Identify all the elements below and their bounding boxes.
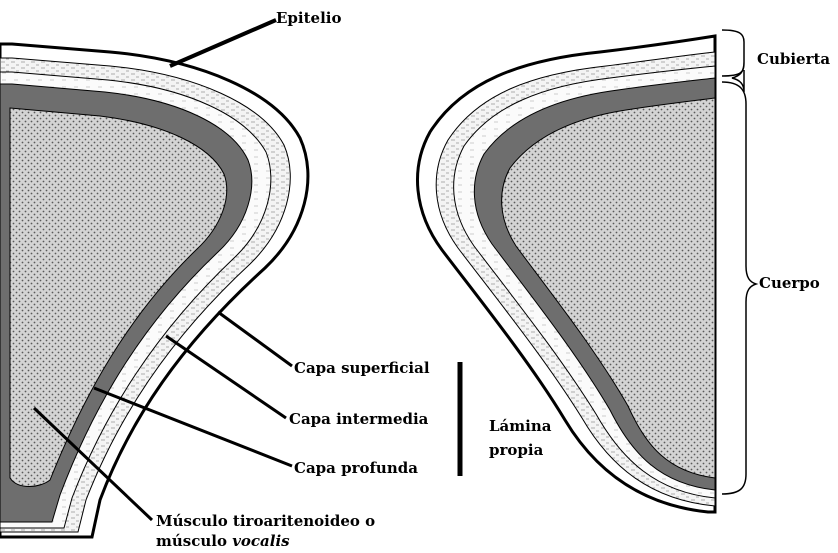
label-musculo-vocalis: vocalis [232,532,289,550]
label-capa-intermedia: Capa intermedia [289,410,428,428]
label-epitelio: Epitelio [276,9,342,27]
label-musculo-line2: músculo vocalis [156,532,290,550]
capa-superficial-leader-line [218,312,292,366]
label-lamina-line1: Lámina [489,417,551,435]
cuerpo-bracket [722,82,756,494]
label-cubierta: Cubierta [757,50,830,68]
epitelio-leader-line [170,20,276,66]
label-lamina-line2: propia [489,441,543,459]
label-musculo-line1: Músculo tiroaritenoideo o [156,512,375,530]
left-vocal-fold [0,44,308,537]
label-capa-profunda: Capa profunda [294,459,418,477]
label-cuerpo: Cuerpo [759,274,820,292]
label-capa-superficial: Capa superficial [294,359,430,377]
label-musculo-prefix: músculo [156,532,232,550]
